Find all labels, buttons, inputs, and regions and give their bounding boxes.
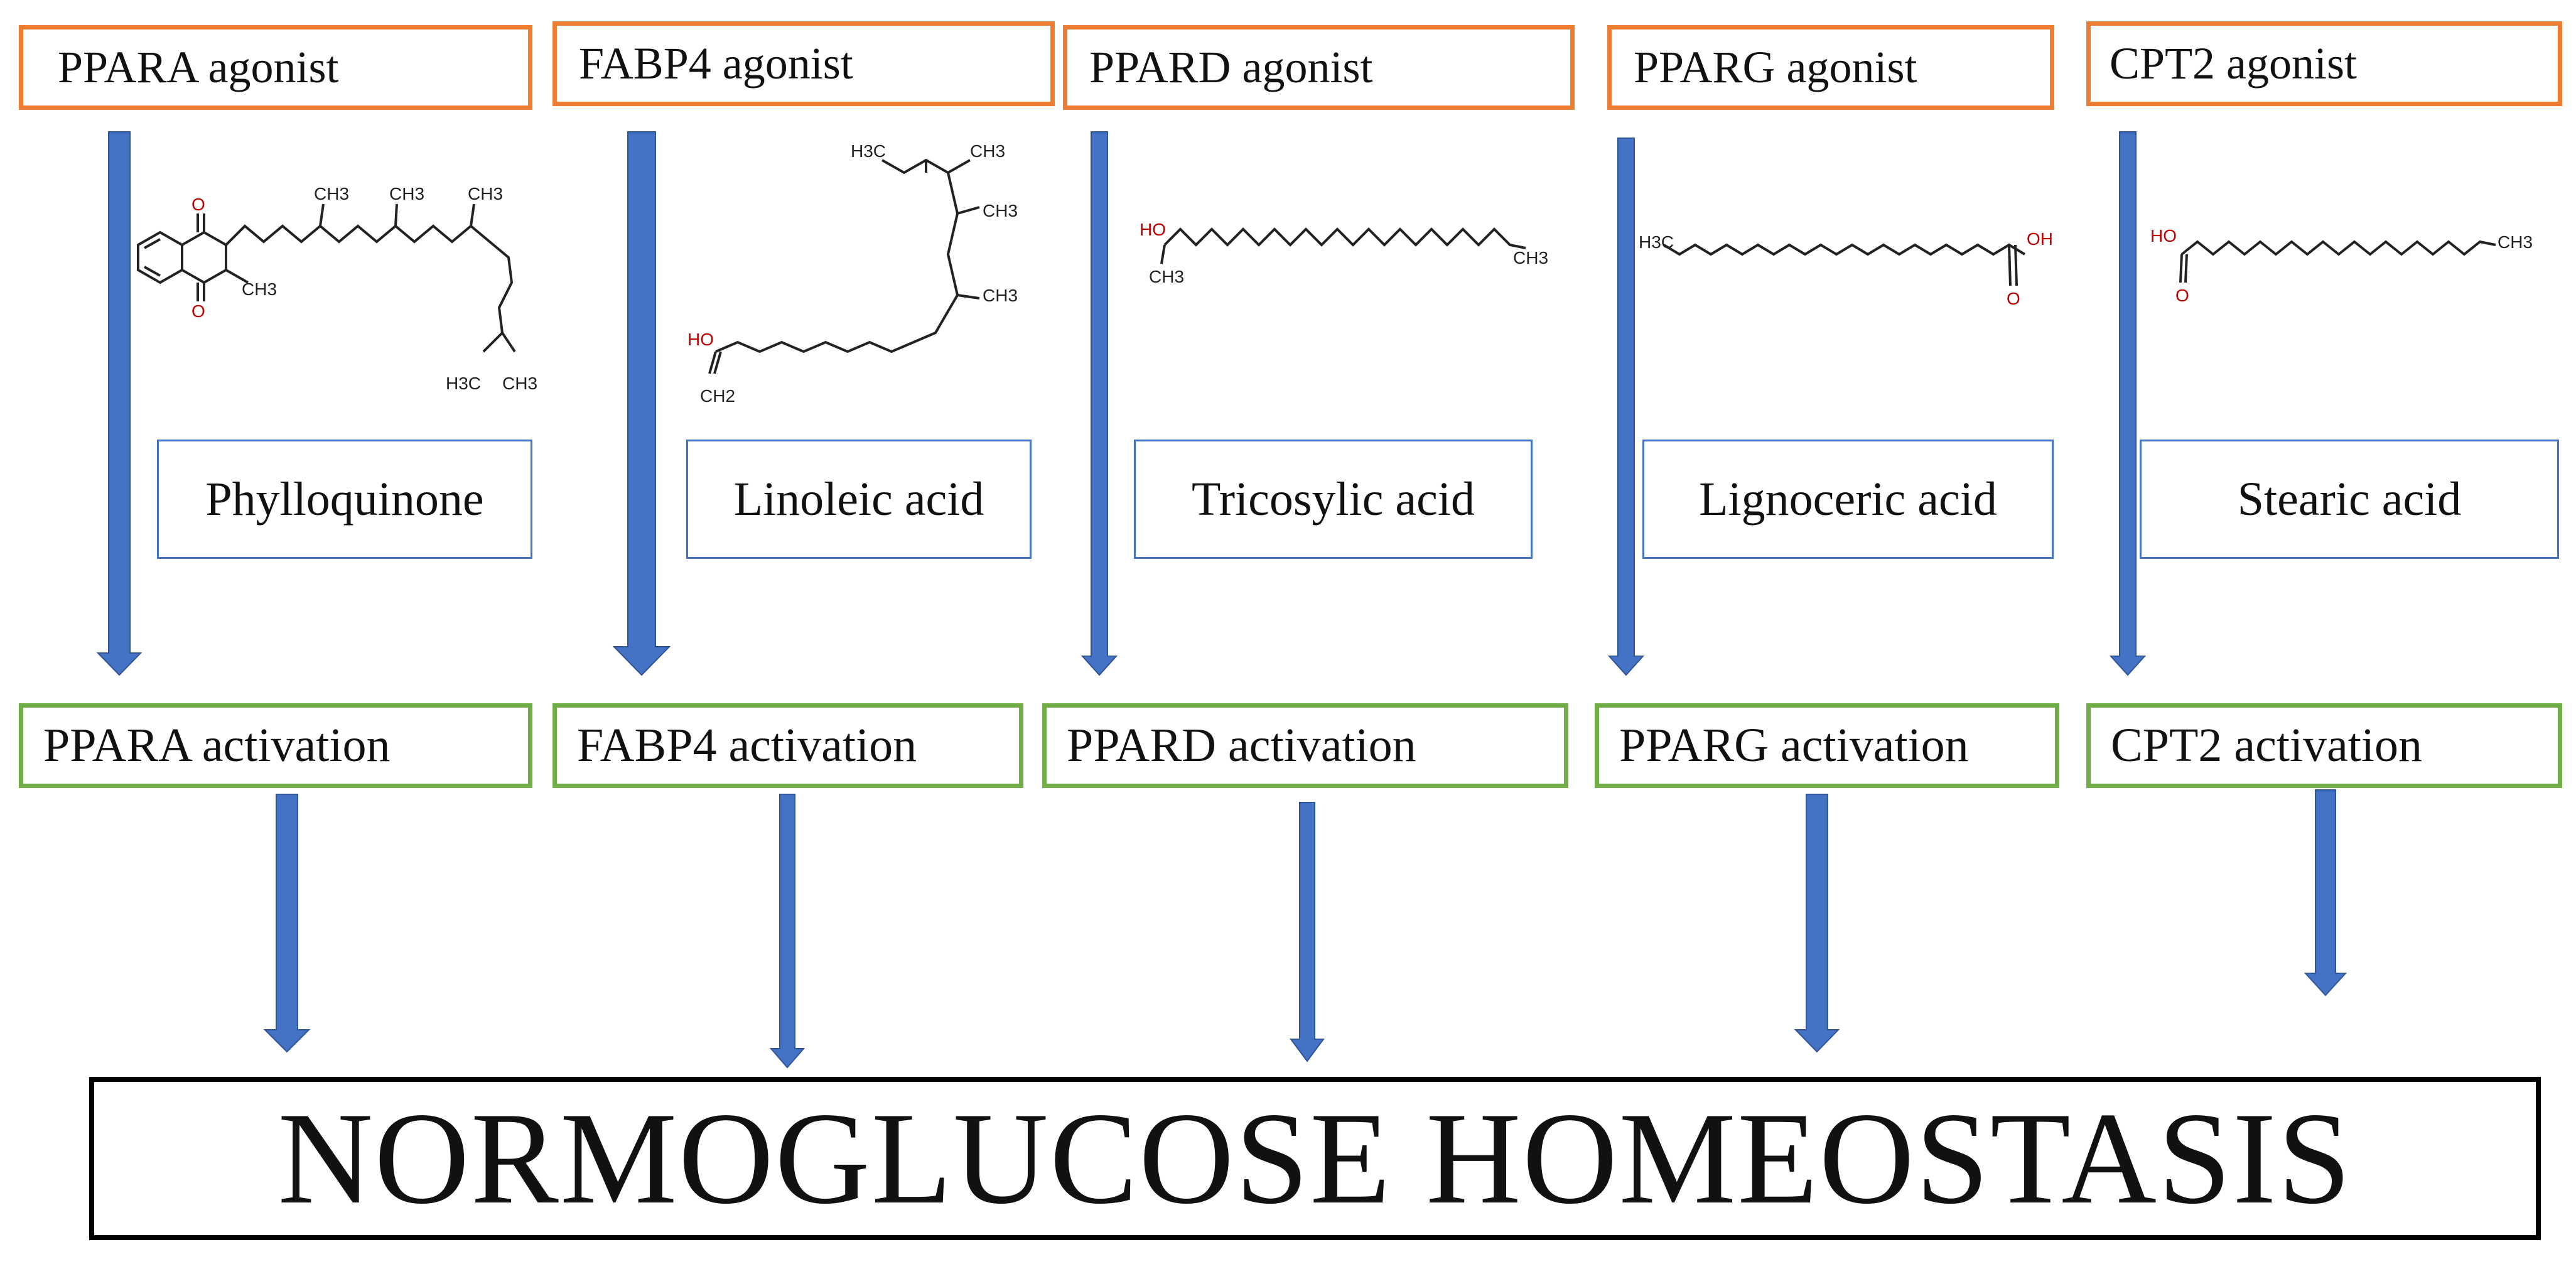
- structure-label: H3C: [446, 374, 481, 393]
- structure-label: CH3: [389, 184, 424, 203]
- structure-label: CH3: [1149, 267, 1184, 286]
- activation-box-ppard: PPARD activation: [1042, 703, 1568, 788]
- arrow-ppard-agonist-to-activation: [1081, 131, 1118, 676]
- arrow-cpt2-activation-to-outcome: [2304, 789, 2347, 997]
- agonist-label: PPARD agonist: [1089, 42, 1373, 92]
- structure-label: O: [2007, 289, 2020, 308]
- activation-box-pparg: PPARG activation: [1595, 703, 2059, 788]
- compound-box-lignoceric-acid: Lignoceric acid: [1642, 440, 2054, 559]
- compound-label: Lignoceric acid: [1699, 472, 1997, 526]
- outcome-box: NORMOGLUCOSE HOMEOSTASIS: [89, 1077, 2541, 1240]
- compound-label: Phylloquinone: [205, 472, 484, 526]
- structure-label: CH3: [502, 374, 537, 393]
- structure-label: CH3: [2498, 232, 2533, 252]
- agonist-label: PPARA agonist: [58, 42, 339, 92]
- agonist-box-ppara: PPARA agonist: [19, 25, 532, 110]
- arrow-fabp4-agonist-to-activation: [612, 131, 671, 676]
- activation-box-cpt2: CPT2 activation: [2086, 703, 2562, 788]
- arrow-pparg-agonist-to-activation: [1607, 138, 1645, 676]
- lignoceric-acid-structure: H3C OH O: [1639, 229, 2053, 308]
- agonist-box-fabp4: FABP4 agonist: [552, 21, 1055, 106]
- activation-box-ppara: PPARA activation: [19, 703, 532, 788]
- structure-label: HO: [2150, 226, 2177, 246]
- arrow-ppara-activation-to-outcome: [263, 794, 311, 1053]
- structure-label: CH3: [1513, 248, 1548, 267]
- compound-box-phylloquinone: Phylloquinone: [157, 440, 532, 559]
- structure-label: CH3: [314, 184, 349, 203]
- tricosylic-acid-structure: HO CH3 CH3: [1140, 220, 1548, 286]
- phylloquinone-structure: O O CH3 CH3 CH3 CH3 H3C CH3: [137, 184, 537, 393]
- activation-box-fabp4: FABP4 activation: [552, 703, 1023, 788]
- structure-label: CH3: [983, 286, 1018, 305]
- structure-label: OH: [2027, 229, 2053, 249]
- linoleic-acid-structure: H3C CH3 CH3 CH3 HO CH2: [687, 141, 1018, 406]
- structure-label: CH3: [242, 279, 277, 299]
- compound-label: Linoleic acid: [733, 472, 984, 526]
- outcome-label: NORMOGLUCOSE HOMEOSTASIS: [278, 1085, 2352, 1231]
- compound-box-stearic-acid: Stearic acid: [2140, 440, 2559, 559]
- arrow-pparg-activation-to-outcome: [1794, 794, 1840, 1053]
- activation-label: PPARD activation: [1067, 719, 1416, 772]
- agonist-box-pparg: PPARG agonist: [1607, 25, 2054, 110]
- compound-label: Stearic acid: [2237, 472, 2462, 526]
- structure-label: O: [2175, 286, 2189, 305]
- agonist-box-ppard: PPARD agonist: [1063, 25, 1575, 110]
- activation-label: CPT2 activation: [2111, 719, 2423, 772]
- structure-label: HO: [687, 330, 714, 349]
- structure-label: O: [191, 301, 205, 321]
- structure-label: O: [191, 195, 205, 214]
- arrow-fabp4-activation-to-outcome: [769, 794, 806, 1069]
- arrow-cpt2-agonist-to-activation: [2109, 131, 2147, 676]
- structure-label: HO: [1140, 220, 1166, 239]
- agonist-label: CPT2 agonist: [2110, 38, 2358, 89]
- arrow-ppara-agonist-to-activation: [96, 131, 143, 676]
- structure-label: CH3: [468, 184, 503, 203]
- agonist-label: PPARG agonist: [1634, 42, 1917, 92]
- compound-label: Tricosylic acid: [1191, 472, 1475, 526]
- activation-label: PPARA activation: [43, 719, 391, 772]
- activation-label: FABP4 activation: [577, 719, 917, 772]
- structure-label: H3C: [851, 141, 886, 161]
- compound-box-tricosylic-acid: Tricosylic acid: [1134, 440, 1533, 559]
- compound-box-linoleic-acid: Linoleic acid: [686, 440, 1032, 559]
- stearic-acid-structure: HO O CH3: [2150, 226, 2533, 305]
- agonist-box-cpt2: CPT2 agonist: [2086, 21, 2562, 106]
- agonist-label: FABP4 agonist: [579, 38, 853, 89]
- structure-label: H3C: [1639, 232, 1674, 252]
- structure-label: CH3: [983, 201, 1018, 220]
- activation-label: PPARG activation: [1619, 719, 1969, 772]
- structure-label: CH3: [970, 141, 1005, 161]
- structure-label: CH2: [700, 386, 735, 406]
- arrow-ppard-activation-to-outcome: [1290, 802, 1325, 1062]
